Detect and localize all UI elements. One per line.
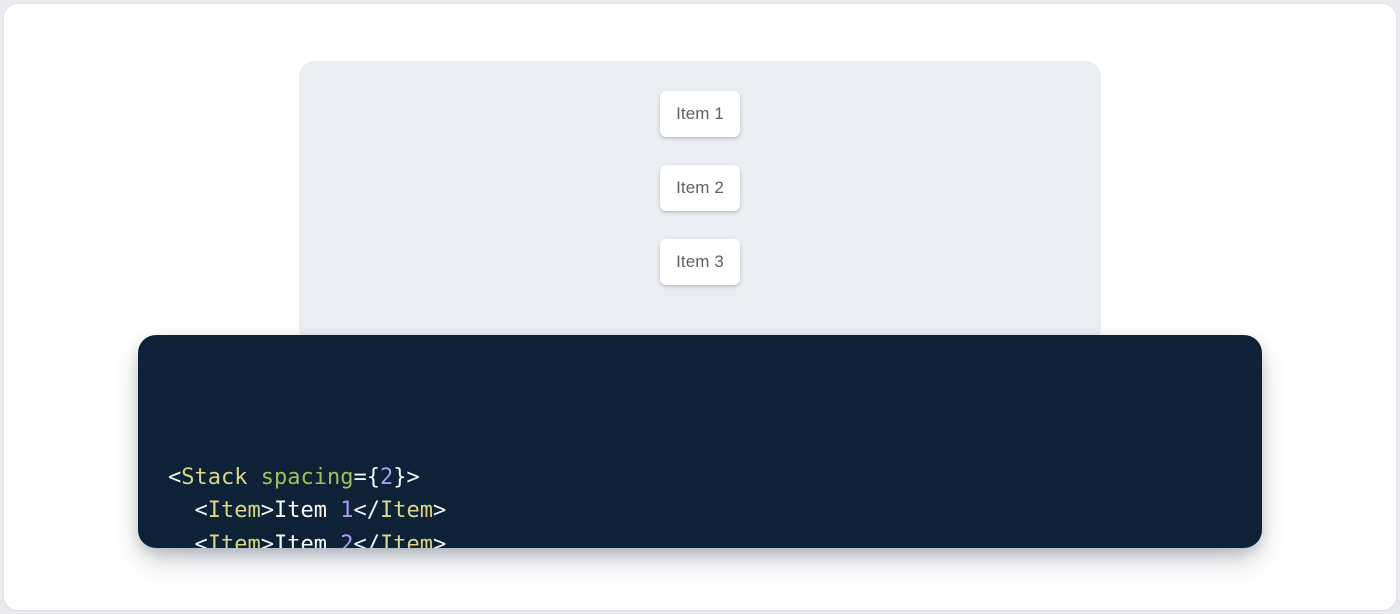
stack-item-label: Item 1 (676, 104, 724, 123)
code-token-punctuation: < (194, 531, 208, 549)
code-token-punctuation: </ (353, 531, 380, 549)
code-token-text (168, 532, 195, 549)
code-token-punctuation: < (194, 498, 208, 523)
code-token-text (168, 498, 195, 523)
stack-item: Item 2 (660, 165, 740, 211)
code-content: <Stack spacing={2}> <Item>Item 1</Item> … (168, 360, 1232, 549)
code-token-text: Item (273, 531, 341, 549)
code-line: <Stack spacing={2}> (168, 461, 1232, 495)
code-block: <Stack spacing={2}> <Item>Item 1</Item> … (138, 335, 1262, 548)
code-token-tag: Item (207, 498, 261, 523)
code-token-tag: Item (207, 531, 261, 549)
code-token-number: 2 (379, 464, 394, 490)
code-token-tag: Stack (181, 464, 248, 490)
code-token-punctuation: > (260, 531, 274, 549)
code-token-punctuation: </ (353, 498, 380, 523)
code-token-tag: Item (379, 531, 433, 549)
stack-preview-panel: Item 1 Item 2 Item 3 (299, 61, 1101, 345)
code-token-punctuation: ={ (353, 464, 380, 490)
code-line: <Item>Item 2</Item> (168, 528, 1232, 549)
code-token-number: 2 (340, 531, 354, 549)
code-token-punctuation: }> (393, 464, 420, 490)
code-token-text: Item (273, 498, 341, 523)
code-token-punctuation: < (168, 464, 182, 490)
code-token-tag: Item (379, 498, 433, 523)
code-line: <Item>Item 1</Item> (168, 494, 1232, 528)
code-token-text (247, 465, 260, 490)
stack-item-label: Item 2 (676, 178, 724, 197)
code-token-punctuation: > (432, 498, 447, 523)
code-token-attribute: spacing (260, 464, 354, 490)
stack-item-label: Item 3 (676, 252, 724, 271)
code-token-punctuation: > (260, 498, 274, 523)
code-token-number: 1 (340, 498, 354, 523)
stack-item: Item 1 (660, 91, 740, 137)
code-token-punctuation: > (432, 531, 447, 549)
stack-item: Item 3 (660, 239, 740, 285)
